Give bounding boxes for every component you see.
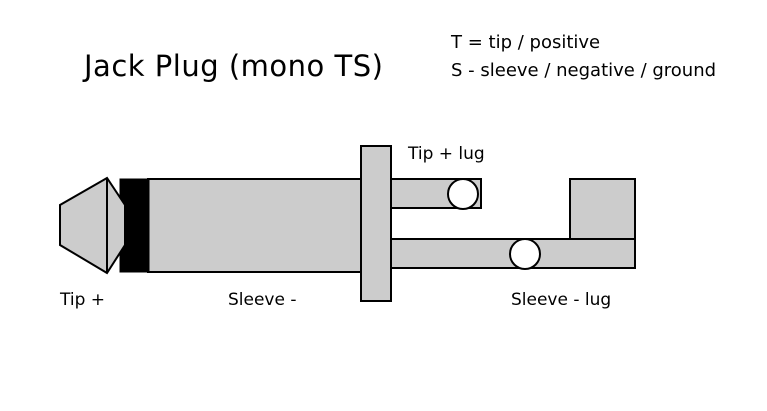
collar-flange: [360, 145, 392, 302]
tip-lug-hole: [447, 178, 479, 210]
sleeve-lug-hole: [509, 238, 541, 270]
sleeve-barrel: [147, 178, 363, 273]
label-tip-lug: Tip + lug: [407, 144, 485, 164]
sleeve-lug-riser: [569, 178, 636, 242]
label-sleeve-lug: Sleeve - lug: [511, 290, 611, 310]
legend-line-sleeve: S - sleeve / negative / ground: [451, 60, 716, 81]
page-title: Jack Plug (mono TS): [82, 49, 383, 83]
tip-cone: [59, 176, 126, 275]
label-tip: Tip +: [59, 290, 105, 310]
legend-line-tip: T = tip / positive: [450, 32, 600, 53]
label-sleeve: Sleeve -: [228, 290, 297, 310]
